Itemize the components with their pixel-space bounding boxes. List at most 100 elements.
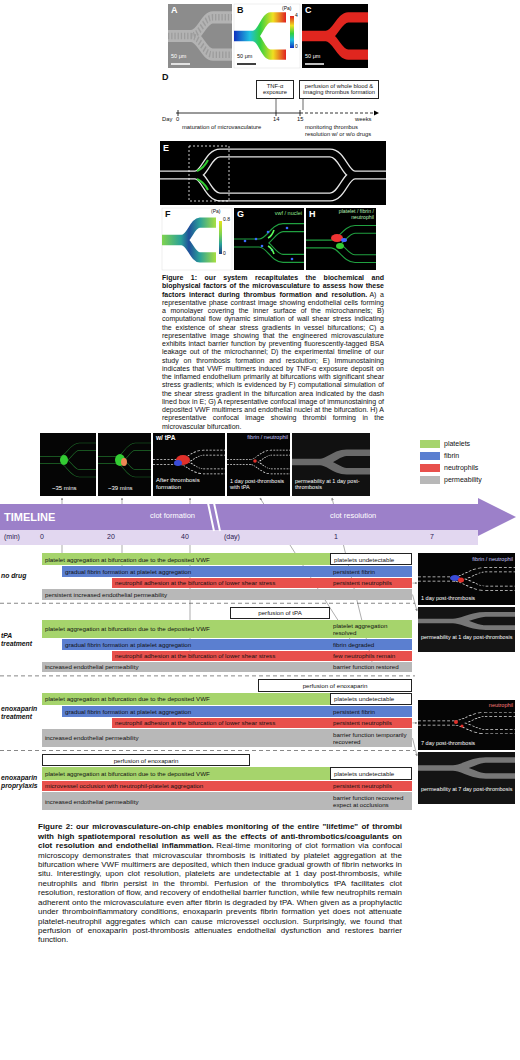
timeline-scale xyxy=(0,530,478,545)
box-text: platelet aggregation at bifurcation due … xyxy=(45,695,210,702)
scale-bar xyxy=(171,63,190,65)
box-text: increased endothelial permeability xyxy=(45,663,139,670)
leader-line xyxy=(413,583,418,584)
box-text: perfusion of tPA xyxy=(258,609,302,616)
phase-bar: increased endothelial permeability xyxy=(42,662,330,672)
permeability-image xyxy=(292,433,370,496)
phase-bar: platelet aggregation at bifurcation due … xyxy=(42,767,330,779)
box-text: increased endothelial permeability xyxy=(45,734,139,741)
vessel-wall xyxy=(234,228,304,259)
group-separator xyxy=(0,675,415,676)
annotation-box: platelets undetectable xyxy=(330,767,412,779)
colorbar xyxy=(219,221,222,254)
tick-label: 14 xyxy=(273,116,279,123)
panel-letter: F xyxy=(165,209,171,219)
neutrophil xyxy=(454,720,458,724)
colorbar-label: 4 xyxy=(295,13,298,19)
arrowhead xyxy=(374,111,379,116)
phase-bar: neutrophil adhesion at the bifurcation o… xyxy=(112,578,330,588)
tick-label: (min) xyxy=(4,533,20,541)
simulation-image xyxy=(234,4,300,68)
phase-bar: persistent fibrin xyxy=(330,706,412,716)
confocal-image xyxy=(227,433,290,496)
legend-text: fibrin xyxy=(444,452,459,459)
phase-bar: microvessel occlusion with neutrophil-pl… xyxy=(42,781,330,791)
timeline-note: monitoring thrombus resolution w/ or w/o… xyxy=(305,124,381,137)
phase-bar: increased endothelial permeability xyxy=(42,792,330,810)
tick-label: 7 xyxy=(430,533,434,541)
vessel-lumen xyxy=(306,229,376,258)
panel-letter: C xyxy=(305,5,312,15)
timeline-axis xyxy=(176,113,300,114)
neutrophil xyxy=(253,459,257,463)
timeline-note: maturation of microvasculature xyxy=(182,124,274,131)
legend-text: neutrophils xyxy=(444,464,478,471)
axis-break xyxy=(208,503,220,531)
annotation-box: perfusion of enoxaparin xyxy=(42,754,250,766)
vessel xyxy=(418,760,515,776)
axis-label: Day xyxy=(162,116,172,123)
vwf-deposit xyxy=(197,160,208,190)
vessel-outline xyxy=(227,453,290,472)
phase-bar: platelet aggregation at bifurcation due … xyxy=(42,620,330,638)
panel-letter: A xyxy=(171,5,178,15)
panel-letter: E xyxy=(163,143,169,153)
colorbar-label: 0 xyxy=(223,251,226,257)
timeline-arrow xyxy=(0,498,516,536)
phase-bar: neutrophil adhesion at the bifurcation o… xyxy=(112,718,330,728)
scale-label: 50 μm xyxy=(171,53,186,59)
tick-label: (day) xyxy=(224,533,240,541)
image-annotation: 1 day post-thrombosis with tPA xyxy=(230,478,288,491)
caption-body: A) a representative phase contrast image… xyxy=(162,291,384,430)
stain-label: platelet / fibrin / neutrophil xyxy=(320,209,374,221)
vessel-lumen xyxy=(160,153,386,197)
image-annotation: 7 day post-thrombosis xyxy=(421,740,475,746)
image-annotation: ~39 mins xyxy=(108,485,133,492)
confocal-image xyxy=(98,433,151,496)
group-separator xyxy=(0,603,415,604)
thrombus xyxy=(341,238,347,242)
phase-label: clot resolution xyxy=(330,512,376,521)
tick-label: 40 xyxy=(181,533,189,541)
phase-bar: increased endothelial permeability xyxy=(42,729,330,747)
thrombus xyxy=(174,460,182,466)
vessel-wall xyxy=(40,447,96,474)
annotation-box: platelets undetectable xyxy=(330,553,412,565)
vwf-deposit xyxy=(268,230,274,254)
phase-label: clot formation xyxy=(150,512,195,521)
annotation-box: perfusion of enoxaparin xyxy=(258,679,412,691)
colorbar xyxy=(290,16,294,48)
phase-bar: platelet aggregation at bifurcation due … xyxy=(42,553,330,565)
image-annotation: After thrombosis formation xyxy=(156,477,223,491)
box-text: microvessel occlusion with neutrophil-pl… xyxy=(45,782,203,789)
panel-letter: B xyxy=(237,5,244,15)
vessel-outline xyxy=(418,714,515,731)
box-text: platelet aggregation at bifurcation due … xyxy=(45,770,210,777)
tick-label: 1 xyxy=(334,533,338,541)
row-label: tPA treatment xyxy=(1,632,42,648)
confocal-image xyxy=(234,208,304,270)
legend-row: platelets xyxy=(420,440,470,448)
leader-line xyxy=(413,722,418,723)
legend-row: fibrin xyxy=(420,452,459,460)
vessel-lumen xyxy=(418,714,515,731)
immunostain-image xyxy=(160,141,386,205)
vessel-outline xyxy=(418,570,515,589)
vessel-outline xyxy=(160,153,386,197)
axis-label: weeks xyxy=(355,116,371,123)
timeline-axis xyxy=(300,113,374,114)
vessel-outline xyxy=(153,453,225,472)
thrombus xyxy=(331,234,343,242)
phase-bar: gradual fibrin formation at platelet agg… xyxy=(62,706,330,716)
tick-label: 0 xyxy=(40,533,44,541)
phase-bar: persistent neutrophils xyxy=(330,718,412,728)
neutrophil xyxy=(460,724,463,727)
neutrophil-aggregate xyxy=(121,458,127,466)
annotation-box: platelets undetectable xyxy=(330,693,412,705)
box-text: gradual fibrin formation at platelet agg… xyxy=(65,708,191,715)
bsa-channel xyxy=(302,17,368,54)
legend-text: permeability xyxy=(444,476,482,483)
platelet-aggregate xyxy=(60,455,68,465)
box-text: persistent fibrin xyxy=(333,708,375,715)
image-annotation: ~35 mins xyxy=(52,485,77,492)
